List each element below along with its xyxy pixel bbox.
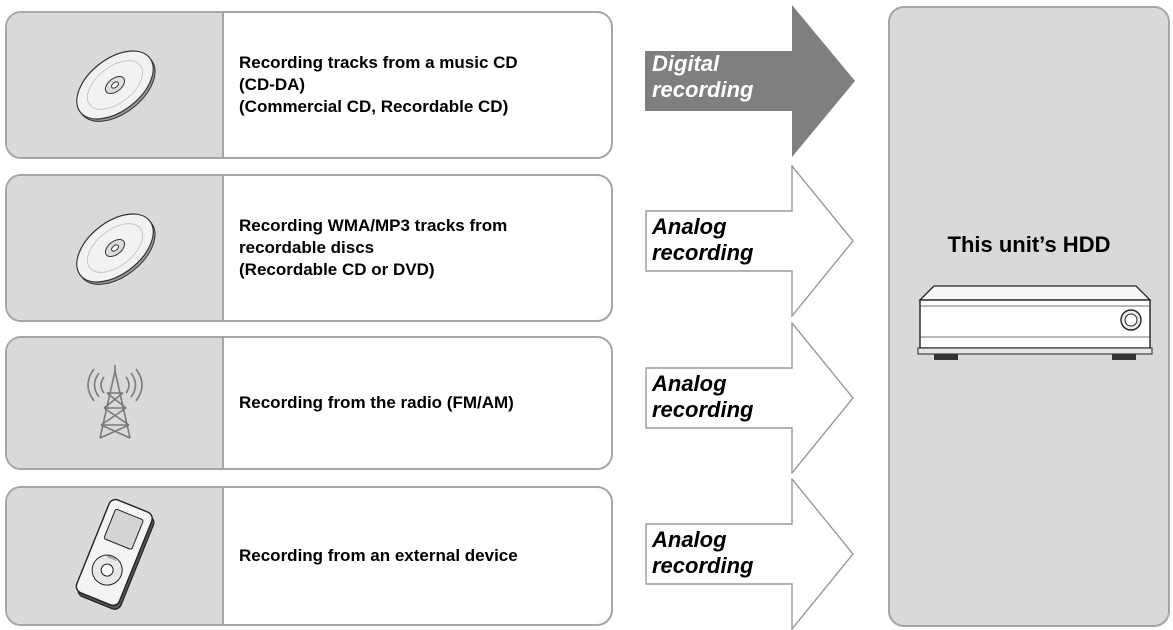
row-description: Recording from an external device xyxy=(224,488,611,624)
row-text-line: Recording WMA/MP3 tracks from xyxy=(239,216,508,235)
destination-title: This unit’s HDD xyxy=(947,232,1111,257)
source-row-cd-da: Recording tracks from a music CD (CD-DA)… xyxy=(5,11,613,159)
radio-tower-icon xyxy=(86,365,143,439)
cd-disc-icon xyxy=(75,213,156,285)
arrow-label: Digital recording xyxy=(652,51,754,102)
icon-cell xyxy=(7,338,224,468)
row-text-line: recordable discs xyxy=(239,238,375,257)
row-description: Recording from the radio (FM/AM) xyxy=(224,338,611,468)
arrow-label: Analog recording xyxy=(648,214,758,266)
cd-disc-icon xyxy=(75,50,156,122)
row-text-line: Recording tracks from a music CD xyxy=(239,53,518,72)
digital-recording-arrow xyxy=(645,5,855,157)
row-text-line: (CD-DA) xyxy=(239,75,306,94)
source-row-radio: Recording from the radio (FM/AM) xyxy=(5,336,613,470)
hdd-unit-icon xyxy=(917,285,1153,360)
icon-cell xyxy=(7,13,224,157)
destination-panel: This unit’s HDD xyxy=(888,6,1170,627)
portable-player-icon: MENU xyxy=(75,498,154,610)
svg-text:MENU: MENU xyxy=(106,554,117,562)
icon-cell xyxy=(7,176,224,320)
source-row-external-device: MENU Recording from an external device xyxy=(5,486,613,626)
arrow-label: Analog recording xyxy=(648,527,758,579)
row-text-line: Recording from the radio (FM/AM) xyxy=(239,393,514,412)
row-description: Recording WMA/MP3 tracks from recordable… xyxy=(224,176,611,320)
arrow-label: Analog recording xyxy=(648,371,758,423)
row-text-line: Recording from an external device xyxy=(239,546,518,565)
row-text-line: (Recordable CD or DVD) xyxy=(239,260,435,279)
source-row-wma-mp3: Recording WMA/MP3 tracks from recordable… xyxy=(5,174,613,322)
row-text-line: (Commercial CD, Recordable CD) xyxy=(239,97,509,116)
row-description: Recording tracks from a music CD (CD-DA)… xyxy=(224,13,611,157)
icon-cell: MENU xyxy=(7,488,224,624)
